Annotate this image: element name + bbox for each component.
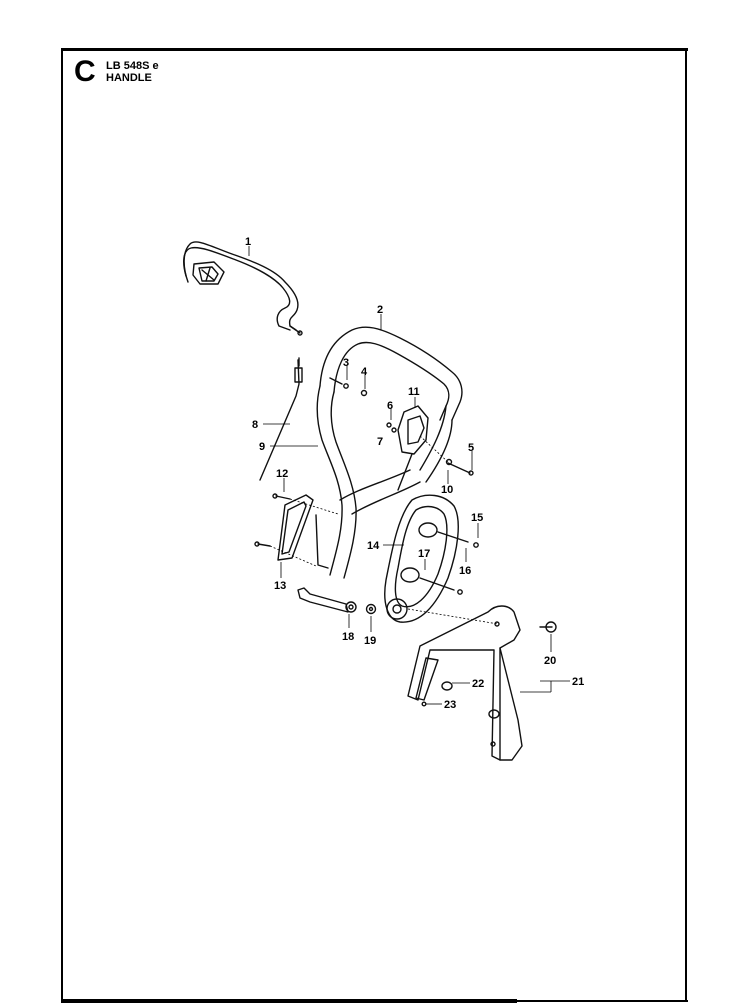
callout-1: 1 [245,236,251,248]
part-5-10-bolt [445,458,474,476]
frame-top-rule [61,48,688,51]
part-21-lower-bracket [407,605,557,761]
callout-19: 19 [364,635,376,647]
callout-12: 12 [276,468,288,480]
leader-lines [248,246,570,705]
callout-21: 21 [572,676,584,688]
callout-17: 17 [418,548,430,560]
part-3-4-screw-nut [329,377,368,397]
callout-10: 10 [441,484,453,496]
part-18-knob [297,587,357,613]
callout-labels: 1 2 3 4 5 6 7 8 9 10 11 12 13 14 15 16 1… [245,236,584,711]
part-1-bail-lever [183,241,303,336]
part-13-side-plate [254,493,314,561]
callout-18: 18 [342,631,354,643]
callout-4: 4 [361,366,368,378]
frame-bottom-rule-thin [517,1000,688,1002]
callout-14: 14 [367,540,380,552]
callout-5: 5 [468,442,474,454]
callout-9: 9 [259,441,265,453]
callout-6: 6 [387,400,393,412]
callout-22: 22 [472,678,484,690]
callout-8: 8 [252,419,258,431]
section-letter: C [74,55,96,88]
callout-16: 16 [459,565,471,577]
callout-13: 13 [274,580,286,592]
callout-11: 11 [408,386,420,398]
part-8-cable [259,357,303,481]
callout-2: 2 [377,304,383,316]
part-9-lower-handle [315,385,453,579]
callout-7: 7 [377,436,383,448]
callout-23: 23 [444,699,456,711]
model-name: LB 548S e [106,60,159,72]
frame-bottom-rule [61,999,517,1003]
callout-15: 15 [471,512,483,524]
part-14-side-bracket [384,494,479,623]
part-group-name: HANDLE [106,72,152,84]
callout-3: 3 [343,357,349,369]
part-11-lever-housing [386,405,429,491]
callout-20: 20 [544,655,556,667]
part-19-washer [365,598,408,620]
part-2-upper-handle [319,326,463,421]
